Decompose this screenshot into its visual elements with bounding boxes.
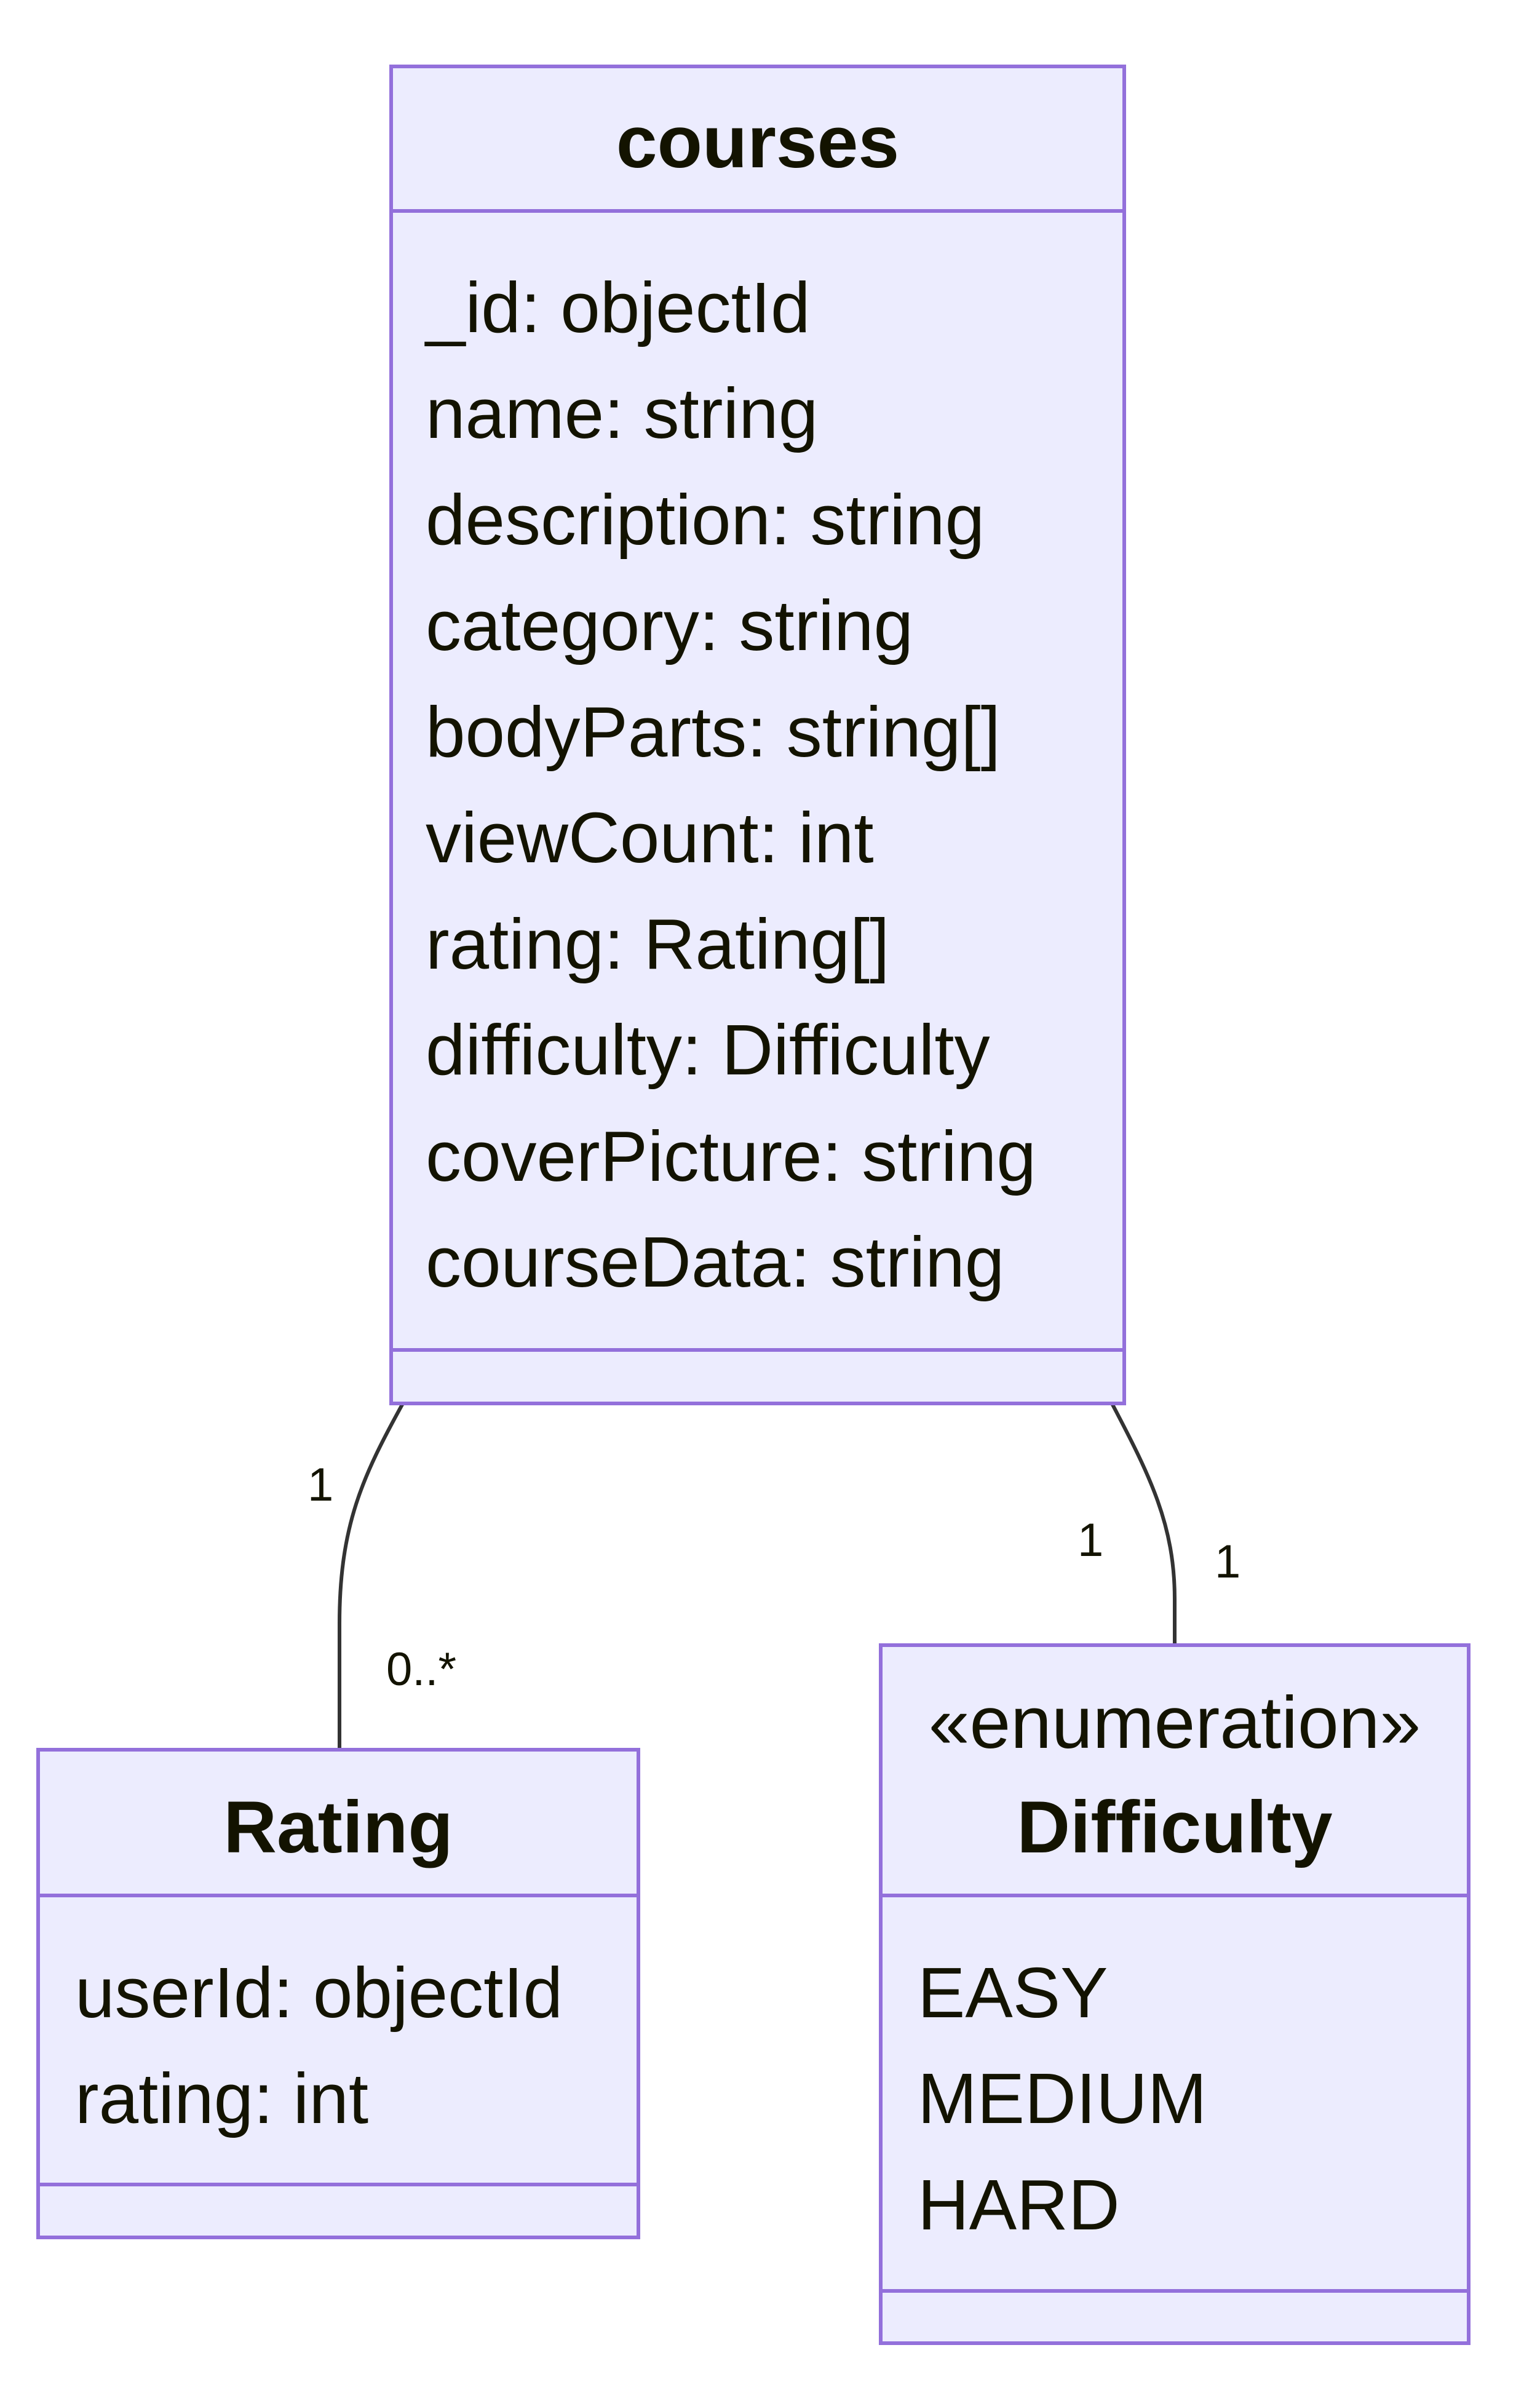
- class-difficulty-member: HARD: [918, 2165, 1120, 2245]
- courses-difficulty-association: [1110, 1402, 1177, 1645]
- class-rating-member: rating: int: [75, 2058, 368, 2138]
- class-difficulty-stereotype: «enumeration»: [929, 1681, 1421, 1764]
- class-rating-member: userId: objectId: [75, 1953, 563, 2033]
- class-courses-member: name: string: [426, 373, 818, 453]
- class-courses-member: difficulty: Difficulty: [426, 1010, 990, 1090]
- class-difficulty-member: MEDIUM: [918, 2058, 1207, 2138]
- courses-rating-source-multiplicity: 1: [308, 1459, 333, 1511]
- courses-rating-association: [338, 1402, 405, 1750]
- class-difficulty: «enumeration» Difficulty EASY MEDIUM HAR…: [879, 1643, 1471, 2345]
- class-courses-member: viewCount: int: [426, 798, 874, 878]
- class-courses-member: bodyParts: string[]: [426, 692, 1001, 772]
- class-rating: Rating userId: objectId rating: int: [36, 1748, 640, 2239]
- class-courses-box: [389, 65, 1126, 1405]
- class-courses-member: description: string: [426, 480, 985, 560]
- class-difficulty-title: Difficulty: [1017, 1786, 1333, 1868]
- class-courses-member: courseData: string: [426, 1222, 1004, 1302]
- class-rating-title: Rating: [223, 1786, 453, 1868]
- class-rating-box: [36, 1748, 640, 2239]
- class-courses-member: rating: Rating[]: [426, 904, 889, 984]
- courses-difficulty-source-multiplicity: 1: [1078, 1514, 1103, 1566]
- class-courses-member: coverPicture: string: [426, 1116, 1036, 1196]
- courses-rating-target-multiplicity: 0..*: [386, 1643, 456, 1696]
- class-courses-title: courses: [616, 101, 899, 183]
- class-courses: courses _id: objectId name: string descr…: [389, 65, 1126, 1405]
- class-courses-member: category: string: [426, 585, 913, 665]
- class-courses-member: _id: objectId: [424, 268, 811, 347]
- class-difficulty-box: [879, 1643, 1471, 2345]
- courses-difficulty-target-multiplicity: 1: [1215, 1536, 1240, 1588]
- class-difficulty-member: EASY: [918, 1953, 1108, 2033]
